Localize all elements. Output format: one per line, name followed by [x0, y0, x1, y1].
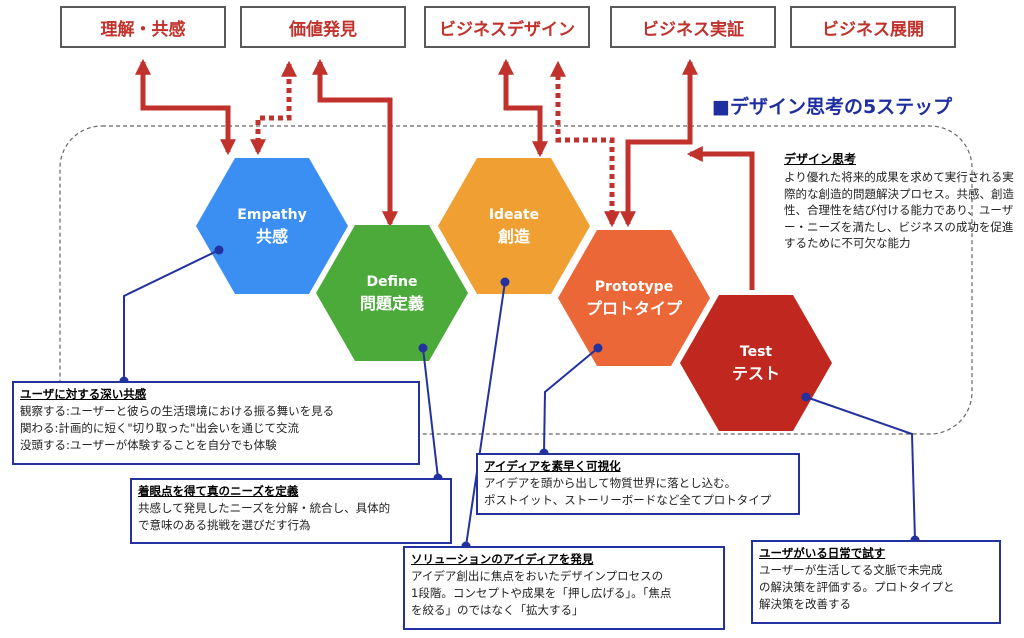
arrow-ideate-bizdesign	[497, 58, 549, 158]
note-line: アイデアを頭から出して物質世界に落とし込む。	[484, 476, 737, 490]
hexagon-test	[680, 295, 832, 431]
step-label-test: Test テスト	[732, 342, 780, 384]
step-en-ideate: Ideate	[488, 207, 540, 223]
connector-test	[805, 396, 916, 541]
note-title-prototype: アイディアを素早く可視化	[484, 459, 621, 473]
connector-dot-define	[418, 343, 428, 353]
arrow-test-bizproof	[686, 145, 755, 290]
step-label-empathy: Empathy 共感	[237, 205, 306, 247]
note-title-test: ユーザがいる日常で試す	[759, 546, 886, 560]
arrow-dotted-prototype-bizdesign	[549, 60, 621, 228]
note-line: 没頭する:ユーザーが体験することを自分でも体験	[20, 438, 277, 452]
connector-dot-test	[801, 392, 811, 402]
hexagon-empathy	[196, 158, 348, 294]
note-empathy: ユーザに対する深い共感 観察する:ユーザーと彼らの生活環境における振る舞いを見る…	[12, 381, 420, 465]
connector-dot-empathy	[214, 245, 224, 255]
note-title-define: 着眼点を得て真のニーズを定義	[138, 484, 299, 498]
hexagon-define	[316, 225, 468, 361]
note-ideate: ソリューションのアイディアを発見 アイデア創出に焦点をおいたデザインプロセスの …	[403, 546, 725, 630]
connector-empathy	[123, 249, 220, 381]
note-test: ユーザがいる日常で試す ユーザーが生活してる文脈で未完成 の解決策を評価する。プ…	[751, 540, 1001, 624]
step-en-define: Define	[366, 274, 418, 290]
definition-title: デザイン思考	[784, 152, 857, 166]
arrow-define-value	[311, 58, 399, 228]
note-prototype: アイディアを素早く可視化 アイデアを頭から出して物質世界に落とし込む。 ポストイ…	[476, 453, 800, 515]
connector-dot-prototype	[593, 343, 603, 353]
definition-block: デザイン思考 より優れた将来的成果を求めて実行される実際的な創造的問題解決プロセ…	[784, 150, 1014, 252]
hexagon-prototype	[558, 230, 710, 366]
top-label-business-expansion: ビジネス展開	[790, 6, 956, 48]
note-line: ユーザーが生活してる文脈で未完成	[759, 563, 943, 577]
arrows-solid	[134, 58, 755, 290]
step-label-ideate: Ideate 創造	[489, 205, 539, 247]
note-line: 観察する:ユーザーと彼らの生活環境における振る舞いを見る	[20, 404, 335, 418]
top-label-understanding: 理解・共感	[60, 6, 226, 48]
note-line: の解決策を評価する。プロトタイプと	[759, 580, 955, 594]
arrow-empathy-understanding	[134, 58, 237, 156]
note-line: で意味のある挑戦を選びだす行為	[138, 518, 311, 532]
top-label-business-design: ビジネスデザイン	[424, 6, 590, 48]
connector-prototype	[543, 347, 599, 454]
step-ja-define: 問題定義	[359, 294, 425, 313]
note-line: ポストイット、ストーリーボードなど全てプロトタイプ	[484, 493, 772, 507]
definition-text: より優れた将来的成果を求めて実行される実際的な創造的問題解決プロセス。共感、創造…	[784, 170, 1014, 250]
step-en-prototype: Prototype	[594, 279, 674, 295]
connector-define	[422, 347, 439, 479]
note-title-ideate: ソリューションのアイディアを発見	[411, 552, 594, 566]
note-line: 1段階。コンセプトや成果を「押し広げる」。「焦点	[411, 586, 672, 600]
arrows-dotted	[249, 60, 621, 228]
arrow-dotted-empathy-value	[249, 60, 298, 156]
step-ja-ideate: 創造	[497, 227, 530, 246]
step-label-prototype: Prototype プロトタイプ	[586, 277, 682, 319]
note-define: 着眼点を得て真のニーズを定義 共感して発見したニーズを分解・統合し、具体的 で意…	[130, 478, 452, 544]
note-line: を絞る」のではなく「拡大する」	[411, 603, 584, 617]
connector-dot-ideate	[500, 277, 510, 287]
note-line: 関わる:計画的に短く"切り取った"出会いを通じて交流	[20, 421, 299, 435]
step-ja-empathy: 共感	[255, 227, 288, 246]
connector-ideate	[465, 281, 506, 547]
note-line: 解決策を改善する	[759, 597, 851, 611]
hexagon-ideate	[438, 158, 590, 294]
step-label-define: Define 問題定義	[360, 272, 424, 314]
note-line: アイデア創出に焦点をおいたデザインプロセスの	[411, 569, 664, 583]
step-ja-test: テスト	[731, 364, 781, 383]
arrow-prototype-bizproof	[619, 58, 699, 228]
connectors	[123, 249, 916, 547]
step-en-test: Test	[739, 344, 773, 360]
note-title-empathy: ユーザに対する深い共感	[20, 387, 147, 401]
steps-title: ■デザイン思考の5ステップ	[712, 96, 953, 118]
note-line: 共感して発見したニーズを分解・統合し、具体的	[138, 501, 391, 515]
step-en-empathy: Empathy	[237, 207, 307, 223]
top-label-value-discovery: 価値発見	[240, 6, 406, 48]
step-ja-prototype: プロトタイプ	[585, 299, 683, 318]
top-label-business-proof: ビジネス実証	[610, 6, 776, 48]
